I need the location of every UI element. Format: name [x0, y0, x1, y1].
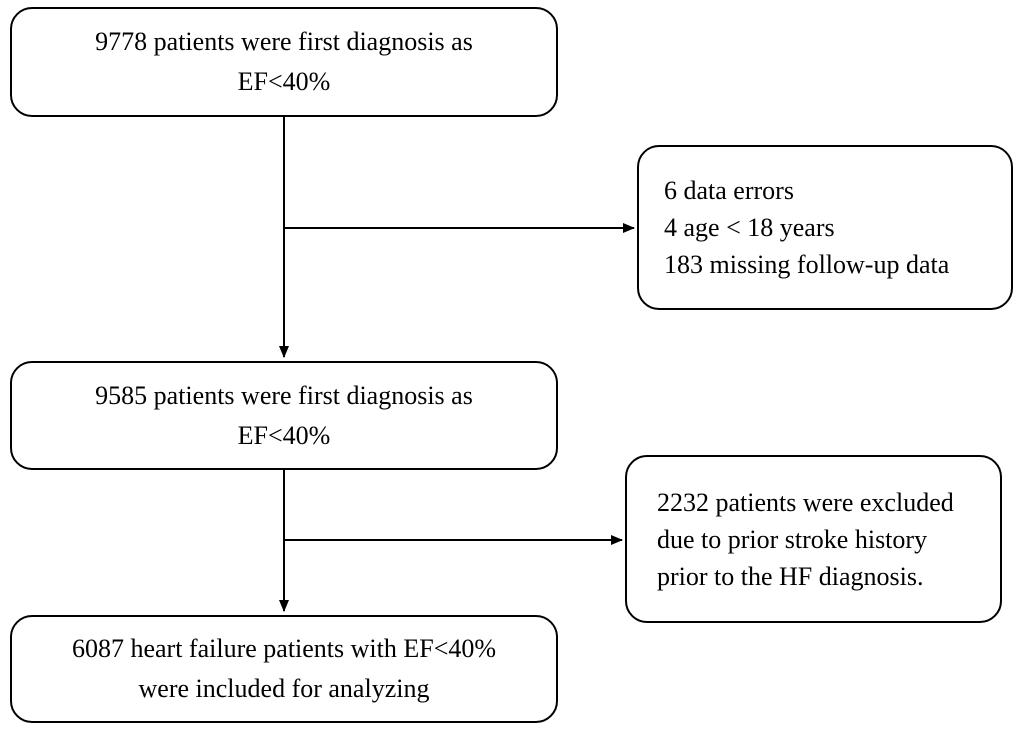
box-second-cohort: 9585 patients were first diagnosis as EF… — [10, 361, 558, 470]
box-final-cohort: 6087 heart failure patients with EF<40% … — [10, 615, 558, 723]
box-second-cohort-text-line2: EF<40% — [237, 420, 331, 450]
box-exclusion-1: 6 data errors 4 age < 18 years 183 missi… — [637, 145, 1013, 310]
box-exclusion-1-text-line3: 183 missing follow-up data — [664, 250, 950, 279]
box-final-text-line1: 6087 heart failure patients with EF<40% — [71, 634, 497, 663]
box-exclusion-1-text-line1: 6 data errors — [664, 176, 794, 205]
box-exclusion-2-text-line1: 2232 patients were excluded — [657, 487, 954, 517]
box-initial-text-line2: EF<40% — [237, 67, 331, 96]
box-exclusion-1-text-line2: 4 age < 18 years — [664, 213, 835, 242]
box-final-text-line2: were included for analyzing — [138, 674, 430, 703]
box-initial-text-line1: 9778 patients were first diagnosis as — [95, 27, 473, 56]
box-exclusion-2-text-line3: prior to the HF diagnosis. — [657, 561, 924, 591]
box-initial-cohort: 9778 patients were first diagnosis as EF… — [10, 7, 558, 117]
box-exclusion-2-text-line2: due to prior stroke history — [657, 524, 928, 554]
box-second-cohort-text-line1: 9585 patients were first diagnosis as — [95, 380, 473, 410]
box-exclusion-2: 2232 patients were excluded due to prior… — [625, 455, 1002, 623]
